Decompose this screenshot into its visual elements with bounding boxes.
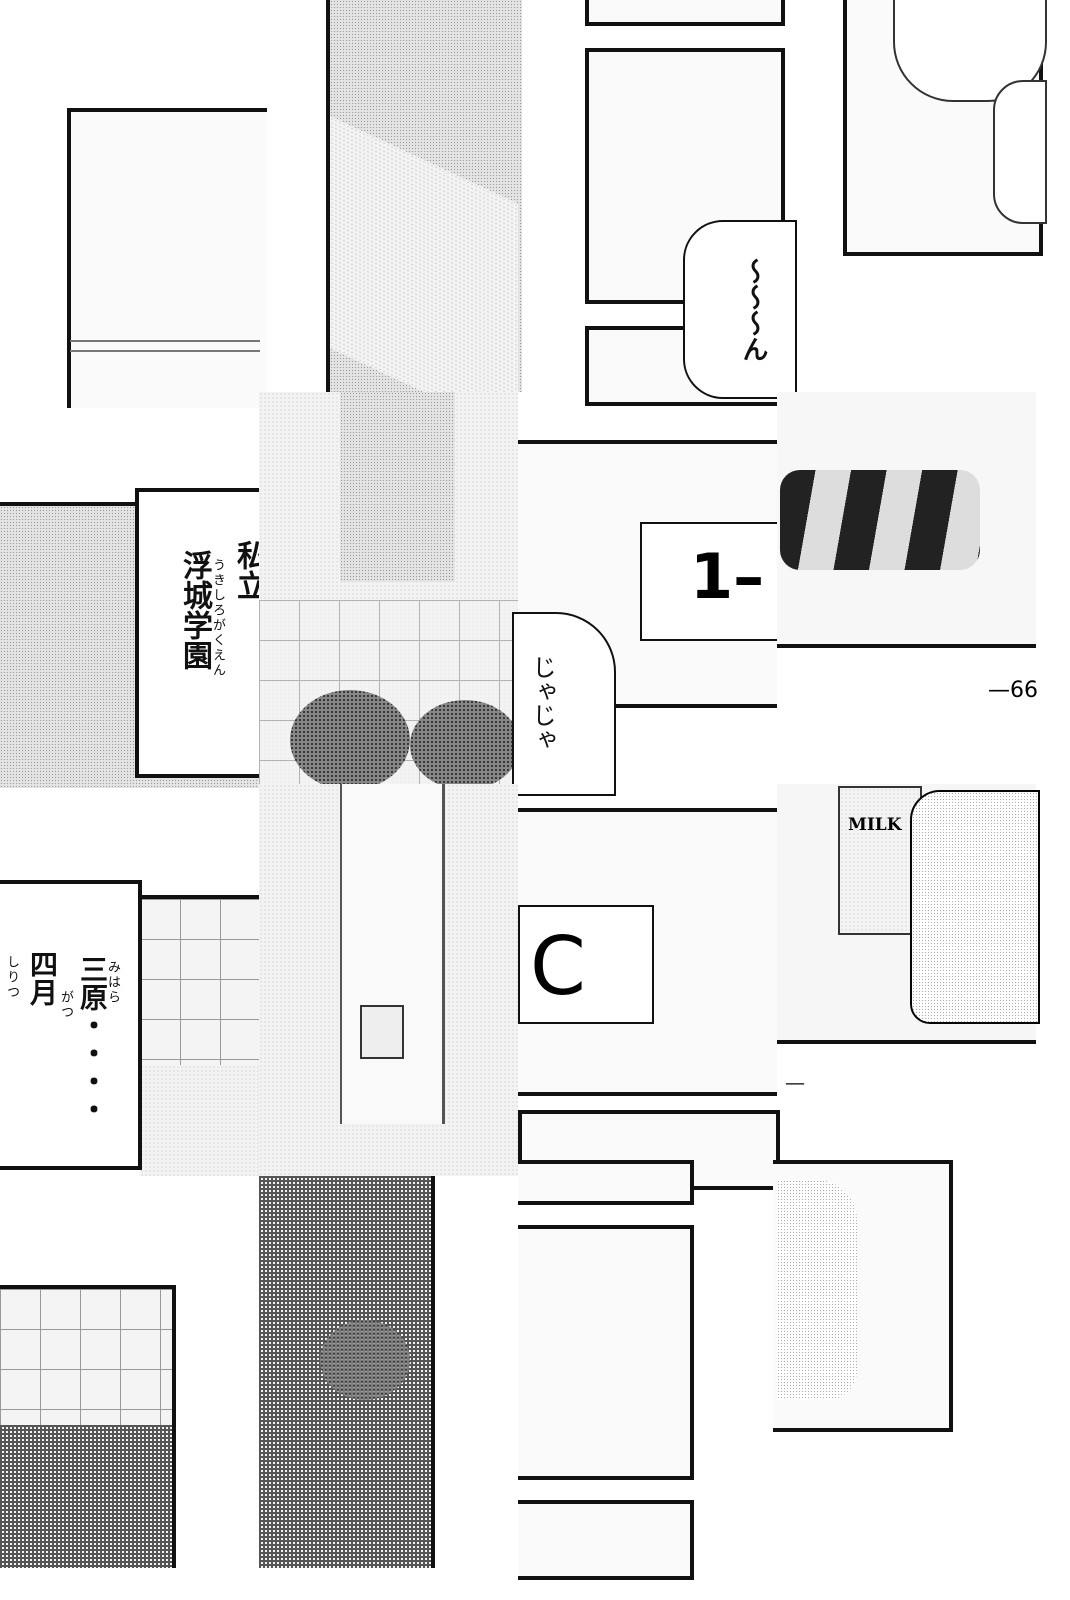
building-facade [259, 1176, 435, 1568]
speech-jaja: じゃじゃ [528, 655, 556, 751]
class-sign-text: 1– [690, 540, 765, 613]
panel-top-strip [518, 1160, 694, 1205]
panel-ceiling [518, 1225, 694, 1480]
panel-top [585, 0, 785, 26]
building-rooftop [0, 1285, 176, 1429]
building-side [140, 1065, 259, 1176]
milk-label: MILK [848, 815, 902, 835]
class-sign [640, 522, 784, 641]
speech-hmm: 〜〜〜ん [738, 258, 768, 362]
caption-school-ruby: うきしろがくえん [210, 558, 225, 678]
rooftop [140, 895, 259, 1069]
tree [290, 690, 410, 790]
panel-bottom [518, 1500, 694, 1580]
caption-school-name: 浮城学園 [177, 550, 212, 670]
tree [410, 700, 520, 790]
panel-sky [67, 108, 267, 408]
dash-mark: — [785, 1070, 805, 1094]
page-number: —66 [988, 678, 1038, 703]
building-corner [340, 784, 445, 1124]
caption-name-ruby: みはら [105, 960, 120, 1005]
bread-bag [910, 790, 1040, 1024]
bento-rice-balls [780, 470, 980, 570]
caption-school [135, 488, 265, 778]
window [360, 1005, 404, 1059]
building-windows [0, 1425, 176, 1568]
caption-date [0, 880, 142, 1170]
bread-bag-close [777, 1180, 857, 1400]
class-letter: C [530, 920, 586, 1013]
bowl-rice [993, 80, 1047, 224]
caption-name: 三原・・・・ [76, 955, 109, 1123]
caption-month: 四月 [26, 950, 59, 1006]
speech-bubble-hmm [683, 220, 797, 399]
building-shadow [340, 392, 455, 582]
milk-carton [838, 786, 922, 935]
speech-bubble-jaja [512, 612, 616, 796]
caption-month-ruby: がつ [58, 990, 73, 1020]
caption-prefix-ruby: しりつ [4, 955, 19, 1000]
roof-edge [70, 340, 260, 352]
shrub [320, 1320, 410, 1400]
class-letter-sign [518, 905, 654, 1024]
